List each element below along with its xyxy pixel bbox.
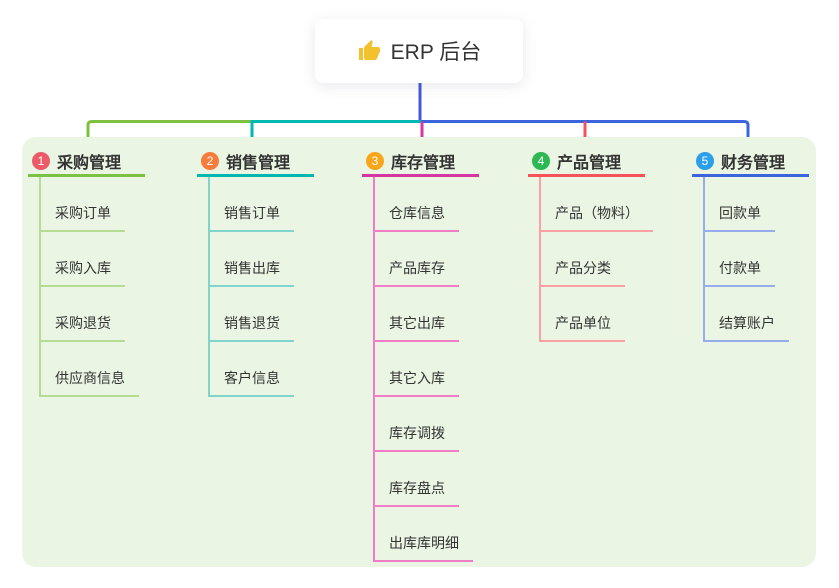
branch-line	[373, 177, 375, 562]
thumbs-up-icon	[358, 40, 380, 60]
list-item[interactable]: 供应商信息	[28, 342, 145, 397]
branch-purchase-header[interactable]: 1 采购管理	[28, 137, 145, 177]
list-item[interactable]: 结算账户	[692, 287, 809, 342]
list-item[interactable]: 出库库明细	[362, 507, 479, 562]
branch-finance-header[interactable]: 5 财务管理	[692, 137, 809, 177]
badge-number-1: 1	[32, 151, 50, 170]
list-item[interactable]: 其它出库	[362, 287, 479, 342]
badge-number-2: 2	[201, 151, 219, 170]
branch-line	[208, 177, 210, 397]
branch-finance: 5 财务管理 回款单 付款单 结算账户	[692, 137, 809, 342]
branch-title: 财务管理	[721, 154, 786, 172]
branch-product-header[interactable]: 4 产品管理	[528, 137, 645, 177]
badge-number-3: 3	[366, 151, 384, 170]
root-node-erp-backend[interactable]: ERP 后台	[315, 19, 523, 83]
list-item[interactable]: 产品库存	[362, 232, 479, 287]
branch-line	[539, 177, 541, 342]
list-item[interactable]: 销售出库	[197, 232, 314, 287]
modules-panel: 1 采购管理 采购订单 采购入库 采购退货 供应商信息	[22, 137, 816, 567]
branch-purchase: 1 采购管理 采购订单 采购入库 采购退货 供应商信息	[28, 137, 145, 397]
branch-product: 4 产品管理 产品（物料） 产品分类 产品单位	[528, 137, 653, 342]
branch-inventory: 3 库存管理 仓库信息 产品库存 其它出库 其它入库 库存调拨	[362, 137, 479, 562]
list-item[interactable]: 其它入库	[362, 342, 479, 397]
list-item[interactable]: 仓库信息	[362, 177, 479, 232]
badge-number-4: 4	[532, 151, 550, 170]
list-item[interactable]: 采购退货	[28, 287, 145, 342]
list-item[interactable]: 销售退货	[197, 287, 314, 342]
list-item[interactable]: 采购订单	[28, 177, 145, 232]
list-item[interactable]: 库存调拨	[362, 397, 479, 452]
list-item[interactable]: 付款单	[692, 232, 809, 287]
badge-number-5: 5	[696, 151, 714, 170]
branch-sales: 2 销售管理 销售订单 销售出库 销售退货 客户信息	[197, 137, 314, 397]
list-item[interactable]: 采购入库	[28, 232, 145, 287]
branch-finance-items: 回款单 付款单 结算账户	[692, 177, 809, 342]
list-item[interactable]: 客户信息	[197, 342, 314, 397]
branch-line	[39, 177, 41, 397]
branch-title: 库存管理	[391, 154, 456, 172]
branch-title: 销售管理	[226, 154, 291, 172]
list-item[interactable]: 库存盘点	[362, 452, 479, 507]
list-item[interactable]: 产品单位	[528, 287, 645, 342]
branch-inventory-header[interactable]: 3 库存管理	[362, 137, 479, 177]
branch-line	[703, 177, 705, 342]
branch-title: 采购管理	[57, 154, 122, 172]
branch-purchase-items: 采购订单 采购入库 采购退货 供应商信息	[28, 177, 145, 397]
root-node-title: ERP 后台	[390, 41, 482, 64]
branch-sales-items: 销售订单 销售出库 销售退货 客户信息	[197, 177, 314, 397]
list-item[interactable]: 回款单	[692, 177, 809, 232]
branch-title: 产品管理	[557, 154, 622, 172]
list-item[interactable]: 产品（物料）	[528, 177, 653, 232]
branch-inventory-items: 仓库信息 产品库存 其它出库 其它入库 库存调拨 库存盘点 出库	[362, 177, 479, 562]
branch-product-items: 产品（物料） 产品分类 产品单位	[528, 177, 653, 342]
branch-sales-header[interactable]: 2 销售管理	[197, 137, 314, 177]
list-item[interactable]: 产品分类	[528, 232, 645, 287]
list-item[interactable]: 销售订单	[197, 177, 314, 232]
